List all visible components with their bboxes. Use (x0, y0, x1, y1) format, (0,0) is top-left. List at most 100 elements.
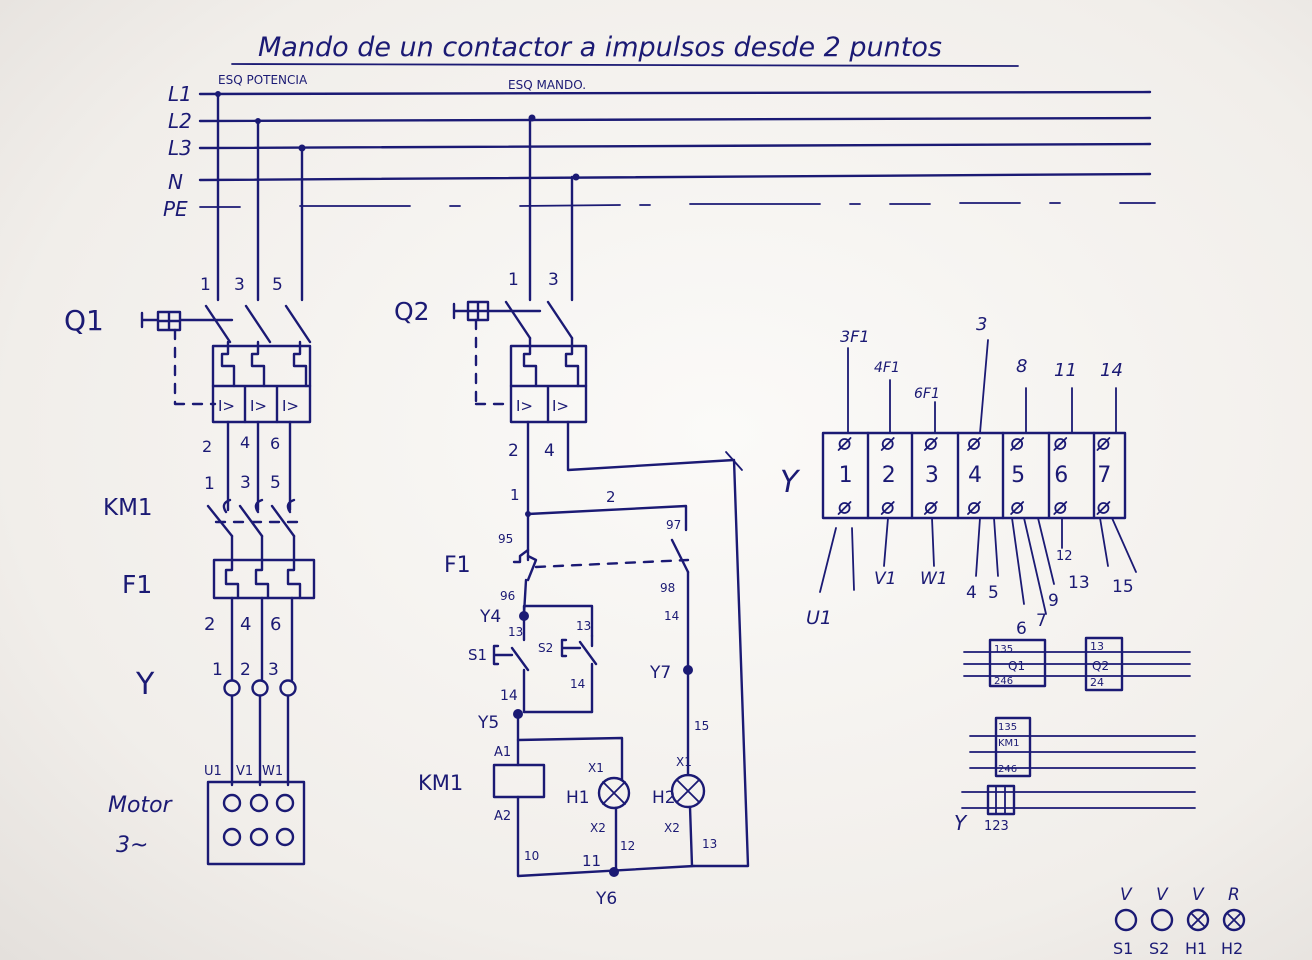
h1-x2: X2 (590, 821, 606, 835)
q2-switch-blades (504, 300, 574, 340)
terminal-3-top-screw-slash (923, 437, 938, 451)
motor-stud-w1 (275, 793, 295, 813)
neutral-tick (725, 451, 743, 471)
s2-14: 14 (570, 677, 585, 691)
terminal-4-top-screw-slash (967, 437, 981, 451)
terminal-6-bottom-screw-slash (1053, 501, 1068, 515)
terminal-1-bottom-screw-slash (837, 501, 852, 515)
q1-mag-2: I> (250, 397, 267, 415)
s1-label: S1 (468, 646, 487, 664)
s2-13: 13 (576, 619, 591, 633)
terminal-4-bottom-screw (968, 502, 980, 514)
strip-top-3: 3 (976, 314, 987, 335)
h1-x1: X1 (588, 761, 604, 775)
f1-98: 98 (660, 581, 675, 595)
pilot-symbol-h1 (1186, 908, 1210, 932)
diagram-title: Mando de un contactor a impulsos desde 2… (258, 32, 942, 63)
y6-label: Y6 (595, 889, 617, 909)
km1-in-3: 3 (240, 473, 251, 493)
pilot-symbol-s1 (1114, 908, 1138, 932)
f1-body (212, 558, 316, 600)
km1-power-label: KM1 (103, 495, 153, 521)
node-wire-1 (525, 511, 531, 517)
km1-arcs (222, 498, 296, 514)
terminal-7-top-screw (1097, 438, 1110, 450)
q1-in-3: 3 (234, 275, 245, 295)
legend-km1-bottom: 246 (998, 764, 1017, 775)
strip-top-6f1: 6F1 (914, 386, 940, 402)
h2-x1: X1 (676, 755, 692, 769)
y-term-circle-1 (223, 679, 241, 697)
f1-97: 97 (666, 518, 681, 532)
q1-out-2: 2 (202, 437, 212, 456)
km1-coil (492, 763, 546, 799)
y-term-circle-2 (251, 679, 269, 697)
h1-lamp-cross (602, 781, 626, 805)
terminal-dividers (866, 431, 1096, 520)
q1-mag-3: I> (282, 397, 299, 415)
legend-q2-bottom: 24 (1090, 676, 1104, 689)
h2-x2: X2 (664, 821, 680, 835)
strip-bottom-15: 15 (1112, 577, 1134, 597)
legend-y-dividers (995, 785, 1006, 815)
terminal-1-top-screw-slash (837, 437, 852, 451)
q2-out-2: 2 (508, 441, 519, 461)
y4-label: Y4 (479, 607, 501, 627)
q2-actuator (452, 300, 542, 322)
terminal-6-top-screw (1054, 438, 1067, 450)
legend-rail-1 (963, 651, 1191, 677)
q2-label: Q2 (394, 297, 430, 326)
motor-terminal-box (206, 780, 306, 866)
wire-13-label: 13 (702, 837, 717, 851)
strip-bottom-12: 12 (1056, 549, 1073, 564)
s2-label: S2 (538, 641, 553, 655)
node-y6 (609, 867, 619, 877)
terminal-7-bottom-screw-slash (1096, 501, 1111, 515)
y5-label: Y5 (477, 713, 499, 733)
km1-to-f1 (230, 534, 296, 562)
terminal-number-6: 6 (1054, 463, 1068, 488)
q1-label: Q1 (64, 304, 104, 337)
h2-lamp (670, 773, 706, 809)
terminal-number-1: 1 (839, 463, 853, 488)
terminal-number-2: 2 (882, 463, 896, 488)
f1-out-wires (230, 596, 294, 682)
pilot-name-s1: S1 (1113, 939, 1133, 958)
legend-km1-box (994, 716, 1032, 778)
pilot-color-s1: V (1120, 885, 1133, 905)
q1-out-wires (226, 420, 292, 512)
wire-14-label: 14 (664, 609, 679, 623)
q1-actuator (140, 310, 234, 332)
terminal-2-bottom-screw-slash (880, 501, 895, 515)
line-l2 (198, 116, 1152, 123)
motor-pin-w1: W1 (262, 764, 283, 779)
strip-top-4f1: 4F1 (874, 360, 900, 376)
q1-link-dash (173, 328, 217, 406)
terminal-7-top-screw-slash (1096, 437, 1111, 451)
motor-type: 3~ (116, 833, 148, 858)
f1-nc-contact (512, 548, 538, 582)
legend-y-box (986, 784, 1016, 816)
q1-in-1: 1 (200, 275, 211, 295)
strip-bottom-w1: W1 (920, 569, 948, 589)
strip-top-3f1: 3F1 (840, 327, 870, 346)
terminal-6-top-screw-slash (1053, 437, 1068, 451)
wire-s1-s2-top (522, 604, 594, 638)
f1-thermal (224, 558, 302, 600)
terminal-2-top-screw-slash (880, 437, 895, 451)
f1-control-label: F1 (444, 553, 471, 578)
pilot-name-h1: H1 (1185, 939, 1207, 958)
legend-q1-bottom: 246 (994, 676, 1013, 687)
y-term-1: 1 (212, 660, 223, 680)
q1-in-5: 5 (272, 275, 283, 295)
strip-bottom-9: 9 (1048, 591, 1059, 611)
terminal-3-bottom-screw-slash (923, 501, 938, 515)
terminal-number-7: 7 (1097, 463, 1111, 488)
terminal-1-bottom-screw (838, 502, 851, 514)
legend-km1-top: 135 (998, 722, 1017, 733)
motor-label: Motor (108, 793, 174, 818)
coil-a1: A1 (494, 745, 511, 760)
pilot-name-h2: H2 (1221, 939, 1243, 958)
